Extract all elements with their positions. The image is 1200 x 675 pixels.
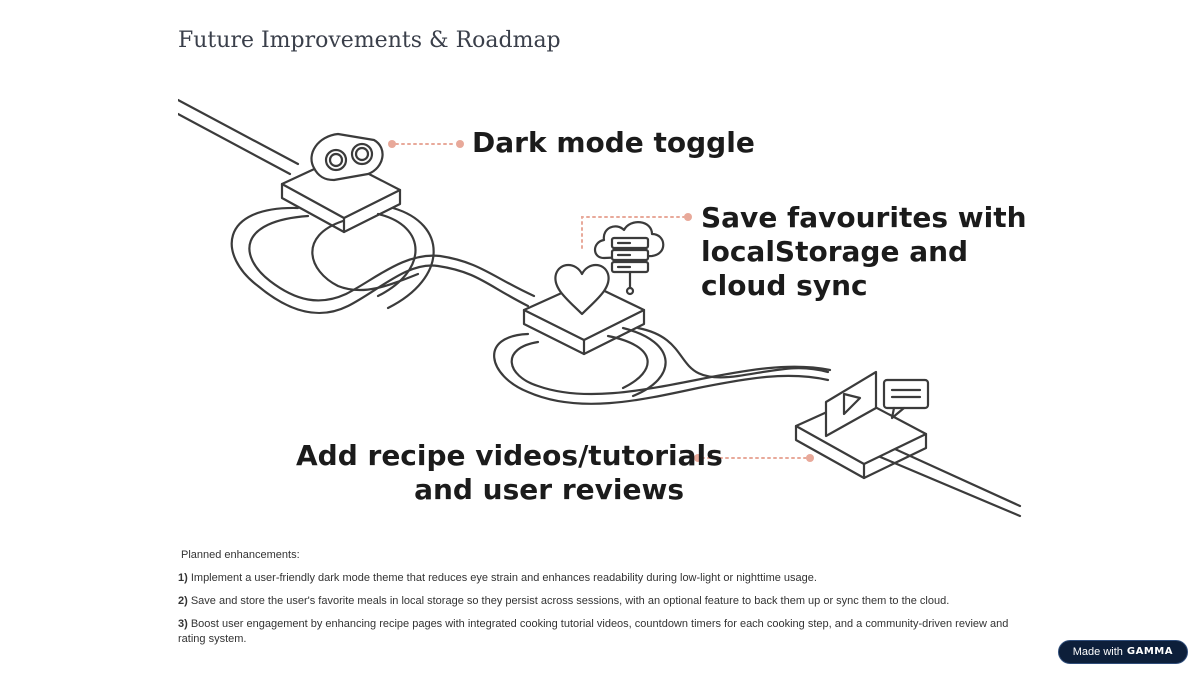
notes-intro: Planned enhancements: xyxy=(181,549,300,561)
track-loop xyxy=(636,326,830,379)
cloud-server-icon xyxy=(593,221,665,296)
callout-text: Dark mode toggle xyxy=(472,126,755,159)
callout-dark-mode: Dark mode toggle xyxy=(472,126,755,160)
list-item: 3) Boost user engagement by enhancing re… xyxy=(178,617,1018,647)
track-loop xyxy=(248,214,536,302)
track-rail xyxy=(876,454,1022,518)
track-loop xyxy=(230,206,530,315)
callout-add-videos: Add recipe videos/tutorials and user rev… xyxy=(296,439,723,507)
track-loop xyxy=(621,326,667,398)
item-number: 3) xyxy=(178,618,188,630)
callout-dot xyxy=(684,213,692,221)
roadmap-diagram xyxy=(178,98,1022,518)
callout-connector xyxy=(581,216,685,249)
chat-bubble-icon xyxy=(882,378,930,420)
notes-section: Planned enhancements: 1) Implement a use… xyxy=(178,548,1018,655)
play-video-icon xyxy=(824,370,878,438)
list-item: 1) Implement a user-friendly dark mode t… xyxy=(178,571,1018,586)
heart-icon xyxy=(554,263,610,316)
track-loop xyxy=(493,332,830,405)
page-title: Future Improvements & Roadmap xyxy=(178,28,561,53)
callout-text: and user reviews xyxy=(414,473,684,506)
list-item: 2) Save and store the user's favorite me… xyxy=(178,594,1018,609)
item-number: 1) xyxy=(178,572,188,584)
callout-save-favourites: Save favourites with localStorage and cl… xyxy=(701,201,1027,303)
item-text: Boost user engagement by enhancing recip… xyxy=(178,618,1009,645)
toggle-icon xyxy=(310,132,384,182)
callout-dot xyxy=(388,140,396,148)
track-loop xyxy=(606,334,649,390)
track-loop xyxy=(510,340,832,396)
track-rail xyxy=(178,98,300,166)
track-loop xyxy=(386,206,435,310)
callout-text: cloud sync xyxy=(701,269,868,302)
callout-text: Add recipe videos/tutorials xyxy=(296,439,723,472)
track-rail xyxy=(178,112,292,176)
callout-dot xyxy=(694,454,702,462)
item-number: 2) xyxy=(178,595,188,607)
item-text: Implement a user-friendly dark mode them… xyxy=(190,572,817,584)
badge-prefix: Made with xyxy=(1072,646,1123,658)
callout-text: localStorage and xyxy=(701,235,969,268)
item-text: Save and store the user's favorite meals… xyxy=(190,595,950,607)
track-loop xyxy=(376,212,417,298)
callout-text: Save favourites with xyxy=(701,201,1027,234)
made-with-gamma-badge[interactable]: Made with GAMMA xyxy=(1057,640,1188,664)
callout-dot xyxy=(806,454,814,462)
track-rail xyxy=(882,442,1022,508)
track-loop xyxy=(311,219,420,292)
gamma-logo: GAMMA xyxy=(1126,646,1173,657)
callout-dot xyxy=(456,140,464,148)
